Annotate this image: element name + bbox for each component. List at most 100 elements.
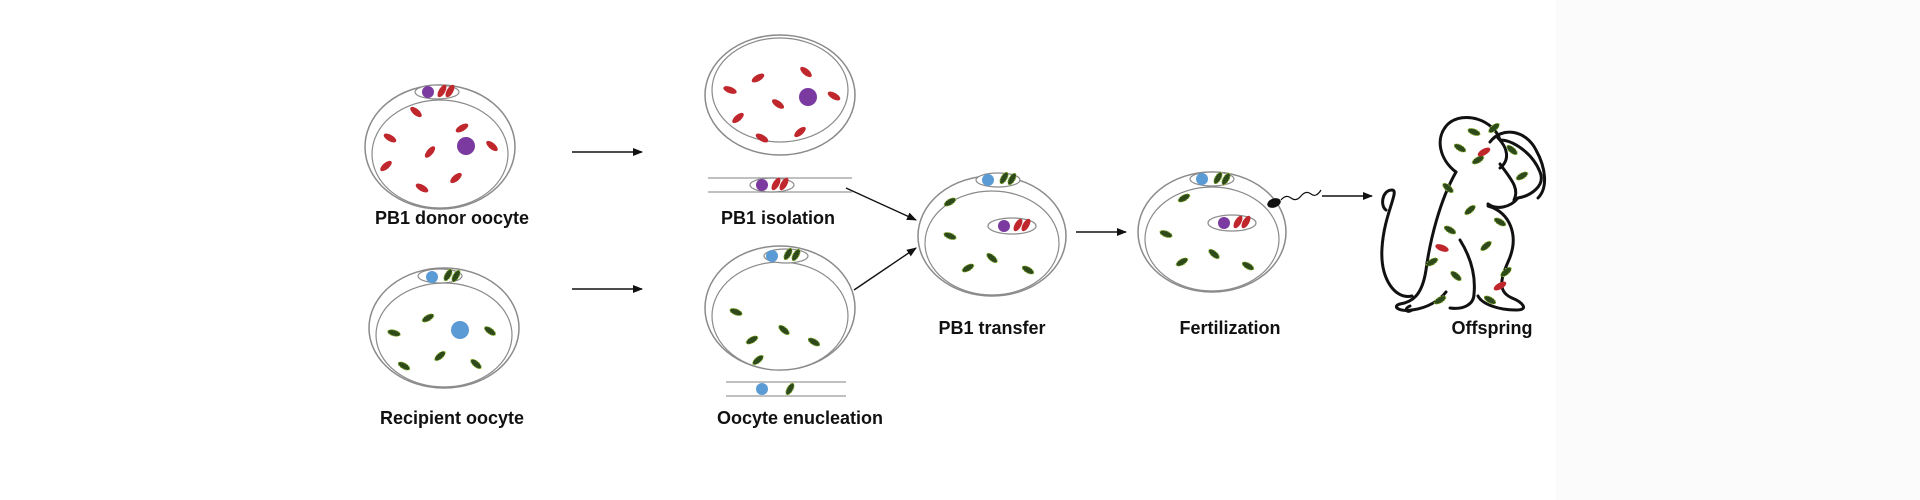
recipient-mitochondrion [1425, 257, 1439, 267]
recipient-mitochondrion [1021, 265, 1035, 275]
donor-mitochondrion [771, 99, 785, 109]
transferred-pb1 [998, 220, 1010, 232]
recipient-mitochondrion [961, 263, 975, 273]
donor-mitochondrion [755, 133, 769, 143]
recipient-mitochondrion [470, 358, 482, 370]
recipient-mitochondrion [1175, 257, 1189, 267]
recipient-mitochondrion [397, 361, 411, 371]
recipient-pb1-retained [766, 250, 778, 262]
background-panel [1556, 0, 1920, 500]
donor-mitochondrion [1013, 218, 1023, 232]
donor-mitochondrion [771, 177, 781, 191]
label-offspring: Offspring [1451, 318, 1533, 338]
recipient-oocyte [368, 267, 520, 389]
spindle-pipette [726, 381, 846, 397]
donor-mitochondrion [415, 183, 429, 193]
label-fertilization: Fertilization [1179, 318, 1281, 338]
enucleated-donor-oocyte [704, 34, 856, 156]
recipient-pb1 [1196, 173, 1208, 185]
donor-mitochondrion [794, 126, 806, 138]
recipient-mitochondrion [807, 337, 821, 347]
arrows [572, 148, 1373, 293]
recipient-mitochondrion [1464, 204, 1476, 216]
recipient-mitochondrion [1241, 261, 1255, 271]
recipient-mitochondrion [986, 252, 998, 264]
recipient-mitochondrion [1177, 193, 1191, 203]
recipient-mitochondrion [1515, 171, 1529, 181]
recipient-mitochondrion [1483, 295, 1497, 305]
arrow-pb1-to-transfer [845, 187, 917, 221]
recipient-mitochondrion [752, 354, 764, 366]
donor-oocyte [364, 84, 516, 210]
recipient-mitochondrion [1208, 248, 1220, 260]
recipient-mitochondrion [1007, 172, 1017, 186]
donor-mitochondrion [1233, 215, 1243, 229]
donor-mitochondrion [380, 160, 392, 172]
recipient-mitochondrion [1159, 229, 1173, 239]
recipient-mitochondrion [1442, 182, 1454, 194]
recipient-mitochondrion [791, 248, 801, 262]
recipient-mitochondrion [783, 247, 793, 261]
donor-mitochondrion [800, 66, 812, 78]
recipient-pb1 [426, 271, 438, 283]
monkey-icon [1380, 115, 1546, 313]
donor-mitochondrion [1241, 215, 1251, 229]
donor-mitochondrion [424, 146, 436, 158]
recipient-mitochondrion [421, 313, 435, 323]
label-pb1-donor-oocyte: PB1 donor oocyte [374, 208, 530, 228]
donor-mitochondrion [1477, 147, 1491, 157]
donor-mitochondrion [1021, 218, 1031, 232]
recipient-mitochondrion [483, 326, 497, 336]
donor-mitochondrion [779, 177, 789, 191]
donor-mitochondrion [437, 84, 447, 98]
donor-mitochondrion [410, 106, 422, 118]
recipient-mitochondrion [1453, 143, 1467, 153]
label-recipient-oocyte: Recipient oocyte [379, 408, 525, 428]
donor-spindle [457, 137, 475, 155]
donor-mitochondrion [1493, 281, 1507, 291]
reconstructed-oocyte [917, 172, 1067, 297]
recipient-spindle [451, 321, 469, 339]
recipient-mitochondrion [1443, 225, 1457, 235]
recipient-mitochondrion [1471, 155, 1485, 165]
removed-spindle [756, 383, 768, 395]
donor-mitochondrion [445, 84, 455, 98]
donor-spindle-remaining [799, 88, 817, 106]
arrow-recipient-to-transfer [853, 247, 917, 291]
donor-mitochondrion [486, 140, 498, 152]
pb1-chromosome [422, 86, 434, 98]
recipient-mitochondrion [1493, 217, 1507, 227]
recipient-mitochondrion [1488, 122, 1500, 134]
recipient-mitochondrion [1506, 144, 1518, 156]
donor-mitochondrion [827, 91, 841, 101]
label-pb1-transfer: PB1 transfer [938, 318, 1046, 338]
recipient-pb1 [982, 174, 994, 186]
recipient-mitochondrion [1433, 295, 1447, 305]
recipient-mitochondrion [1213, 171, 1223, 185]
donor-mitochondrion [723, 86, 737, 94]
transferred-pb1 [1218, 217, 1230, 229]
recipient-mitochondrion [387, 329, 401, 337]
sperm-icon [1267, 189, 1322, 208]
recipient-mitochondrion [778, 324, 790, 336]
recipient-mitochondrion [999, 171, 1009, 185]
recipient-mitochondrion [943, 197, 957, 207]
recipient-mitochondrion [785, 382, 795, 396]
recipient-mitochondrion [1480, 240, 1492, 252]
isolated-pb1-chromosome [756, 179, 768, 191]
recipient-mitochondrion [1450, 270, 1462, 282]
donor-mitochondrion [732, 112, 744, 124]
donor-mitochondrion [450, 172, 462, 184]
organelles [380, 66, 1529, 396]
recipient-mitochondrion [1221, 172, 1231, 186]
donor-mitochondrion [1435, 244, 1449, 252]
label-oocyte-enucleation: Oocyte enucleation [716, 408, 884, 428]
recipient-mitochondrion [1467, 127, 1481, 137]
recipient-mitochondrion [943, 231, 957, 241]
donor-mitochondrion [751, 73, 765, 83]
recipient-mitochondrion [451, 269, 461, 283]
label-pb1-isolation: PB1 isolation [720, 208, 836, 228]
recipient-mitochondrion [729, 307, 743, 317]
recipient-mitochondrion [434, 350, 446, 362]
